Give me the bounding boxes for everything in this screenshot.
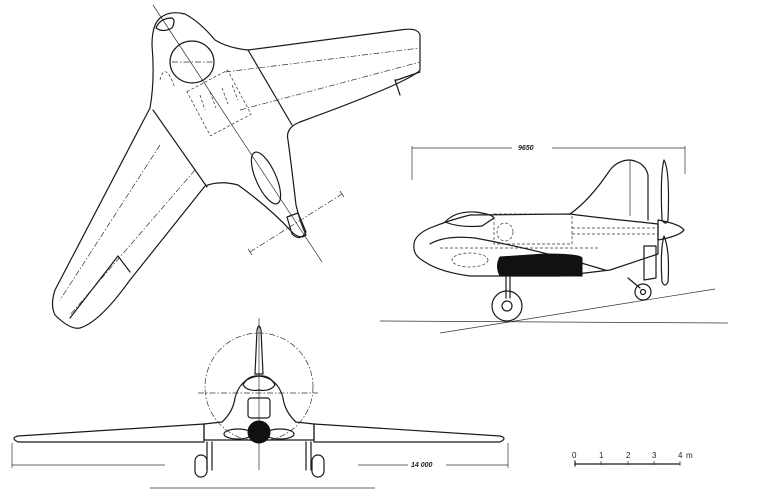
scale-tick-2: 2: [626, 451, 631, 460]
scale-tick-3: 3: [652, 451, 657, 460]
scale-tick-1: 1: [599, 451, 604, 460]
scale-tick-4: 4: [678, 451, 683, 460]
span-dimension-label: 14 000: [411, 462, 433, 469]
scale-unit: m: [686, 451, 693, 460]
length-dimension-label: 9650: [518, 145, 534, 152]
side-view: 9650: [379, 145, 729, 334]
scale-bar: 0 1 2 3 4 m: [572, 451, 693, 467]
scale-tick-0: 0: [572, 451, 577, 460]
front-view: 14 000: [11, 318, 509, 489]
plan-view: [51, 4, 421, 329]
